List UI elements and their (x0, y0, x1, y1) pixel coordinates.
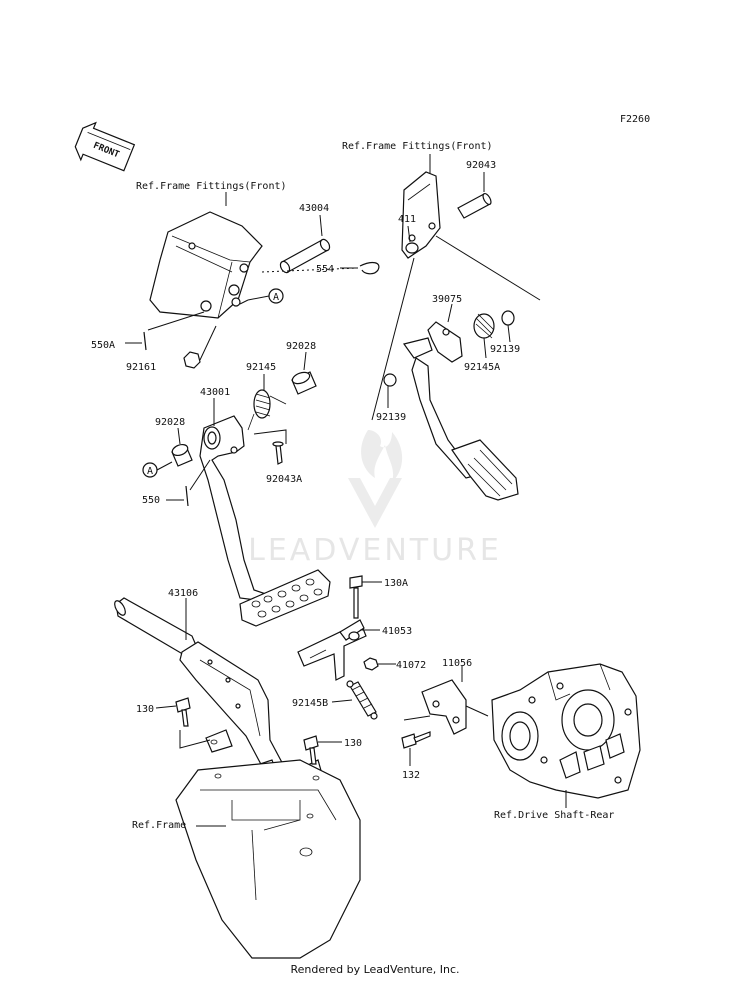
part-130-bolt-right (303, 735, 319, 765)
part-92145-spring (247, 389, 287, 431)
label-554: 554 (316, 264, 334, 275)
part-411-washer (405, 242, 419, 254)
leadventure-watermark: LEADVENTURE (248, 430, 502, 568)
throttle-pedal-assembly (402, 321, 519, 501)
label-92043A: 92043A (266, 474, 302, 485)
part-92139-bushing-left (383, 373, 397, 387)
front-frame-bracket (149, 211, 263, 319)
part-41053-bracket (297, 619, 367, 681)
part-43004-pivot-shaft (279, 238, 331, 274)
footer-credit: Rendered by LeadVenture, Inc. (290, 963, 460, 976)
label-130-left: 130 (136, 704, 154, 715)
part-92145A-spring (473, 313, 495, 339)
label-411: 411 (398, 214, 416, 225)
ref-frame: Ref.Frame (132, 820, 186, 831)
label-92028-top: 92028 (286, 341, 316, 352)
svg-text:A: A (273, 292, 279, 303)
figure-code: F2260 (620, 114, 650, 125)
label-92145: 92145 (246, 362, 276, 373)
label-43001: 43001 (200, 387, 230, 398)
label-92139-right: 92139 (490, 344, 520, 355)
svg-text:A: A (147, 466, 153, 477)
part-92043A-pin (272, 441, 284, 465)
throttle-mount-bracket (401, 171, 441, 259)
frame-rail (175, 759, 361, 959)
marker-a-bracket: A (239, 288, 284, 305)
ref-frame-fittings-left: Ref.Frame Fittings(Front) (136, 181, 287, 192)
label-92161: 92161 (126, 362, 156, 373)
drive-shaft-rear-housing (491, 663, 641, 799)
label-132: 132 (402, 770, 420, 781)
part-92043-pin (457, 192, 492, 219)
part-550A-pin (143, 331, 147, 351)
front-arrow-icon: FRONT (74, 121, 136, 172)
part-92145B-spring (346, 680, 378, 720)
label-92145A: 92145A (464, 362, 500, 373)
part-92028-bushing-left (171, 443, 193, 467)
ref-frame-fittings-right: Ref.Frame Fittings(Front) (342, 141, 493, 152)
part-92028-bushing-top (291, 371, 317, 395)
label-43106: 43106 (168, 588, 198, 599)
label-550A: 550A (91, 340, 115, 351)
ref-drive-shaft-rear: Ref.Drive Shaft-Rear (494, 810, 614, 821)
part-132-bolt (401, 731, 431, 749)
label-92043: 92043 (466, 160, 496, 171)
part-41072-nut (363, 657, 379, 671)
label-41072: 41072 (396, 660, 426, 671)
part-11056-bracket (421, 679, 467, 735)
watermark-text: LEADVENTURE (248, 533, 502, 568)
part-550-pin (185, 485, 189, 507)
part-554-clip (359, 261, 380, 275)
label-11056: 11056 (442, 658, 472, 669)
part-43001-brake-pedal (199, 415, 331, 627)
label-92145B: 92145B (292, 698, 328, 709)
label-39075: 39075 (432, 294, 462, 305)
label-92028-left: 92028 (155, 417, 185, 428)
label-92139-left: 92139 (376, 412, 406, 423)
label-130A: 130A (384, 578, 408, 589)
part-130A-bolt (349, 575, 363, 619)
label-130-right: 130 (344, 738, 362, 749)
marker-a-pedal: A (142, 461, 173, 478)
part-92161-nut (183, 351, 201, 369)
label-43004: 43004 (299, 203, 329, 214)
part-130-bolt-left (175, 697, 191, 727)
part-92139-bushing-right (501, 310, 515, 326)
label-41053: 41053 (382, 626, 412, 637)
label-550: 550 (142, 495, 160, 506)
